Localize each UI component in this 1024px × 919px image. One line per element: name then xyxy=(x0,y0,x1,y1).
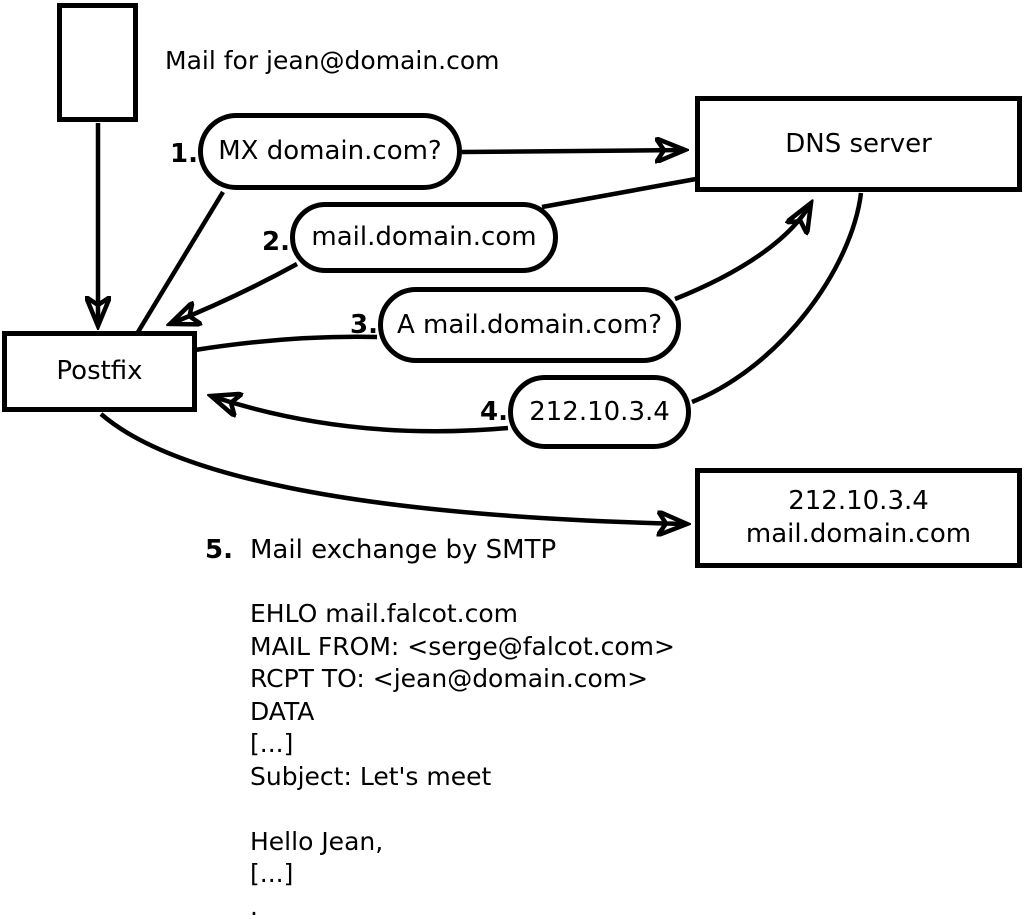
smtp-line-subject: Subject: Let's meet xyxy=(250,761,492,791)
line-postfix-to-step1 xyxy=(136,190,225,334)
smtp-line-rcpt-to: RCPT TO: <jean@domain.com> xyxy=(250,664,649,693)
step3-query-pill: A mail.domain.com? xyxy=(378,287,681,363)
smtp-line-data: DATA xyxy=(250,696,315,726)
step1-query-label: MX domain.com? xyxy=(218,136,442,166)
arrow-step3-to-dns xyxy=(674,203,811,302)
step3-number: 3. xyxy=(350,310,378,340)
step1-query-pill: MX domain.com? xyxy=(198,113,462,190)
postfix-box: Postfix xyxy=(2,331,197,412)
step4-answer-label: 212.10.3.4 xyxy=(529,396,670,427)
step2-answer-pill: mail.domain.com xyxy=(290,202,558,273)
mail-message-box xyxy=(57,3,138,122)
mail-for-note: Mail for jean@domain.com xyxy=(165,46,500,75)
step3-query-label: A mail.domain.com? xyxy=(397,309,662,340)
smtp-line-ellipsis-1: [...] xyxy=(250,729,294,758)
smtp-line-blank xyxy=(250,793,675,826)
smtp-line-end-dot: . xyxy=(250,891,258,919)
step4-number: 4. xyxy=(480,397,508,427)
mail-server-box: 212.10.3.4 mail.domain.com xyxy=(695,468,1022,568)
step5-number: 5. xyxy=(205,535,233,565)
dns-server-box: DNS server xyxy=(695,96,1022,192)
step4-answer-pill: 212.10.3.4 xyxy=(508,375,691,449)
arrow-step1-to-dns xyxy=(461,150,685,152)
step2-answer-label: mail.domain.com xyxy=(311,222,537,252)
postfix-label: Postfix xyxy=(56,356,143,386)
mail-server-hostname: mail.domain.com xyxy=(745,519,972,549)
line-dns-to-step4 xyxy=(691,192,864,405)
line-dns-to-step2 xyxy=(541,176,697,210)
smtp-line-ehlo: EHLO mail.falcot.com xyxy=(250,599,519,628)
smtp-session-transcript: EHLO mail.falcot.com MAIL FROM: <serge@f… xyxy=(250,598,675,919)
step2-number: 2. xyxy=(262,227,290,257)
smtp-line-ellipsis-2: [...] xyxy=(250,859,294,888)
smtp-line-hello: Hello Jean, xyxy=(250,826,384,856)
arrow-step2-to-postfix xyxy=(170,262,299,324)
smtp-line-mail-from: MAIL FROM: <serge@falcot.com> xyxy=(250,631,675,661)
step1-number: 1. xyxy=(170,139,198,169)
dns-server-label: DNS server xyxy=(785,128,932,159)
mail-server-ip: 212.10.3.4 xyxy=(788,486,929,516)
step5-label: Mail exchange by SMTP xyxy=(250,535,557,565)
